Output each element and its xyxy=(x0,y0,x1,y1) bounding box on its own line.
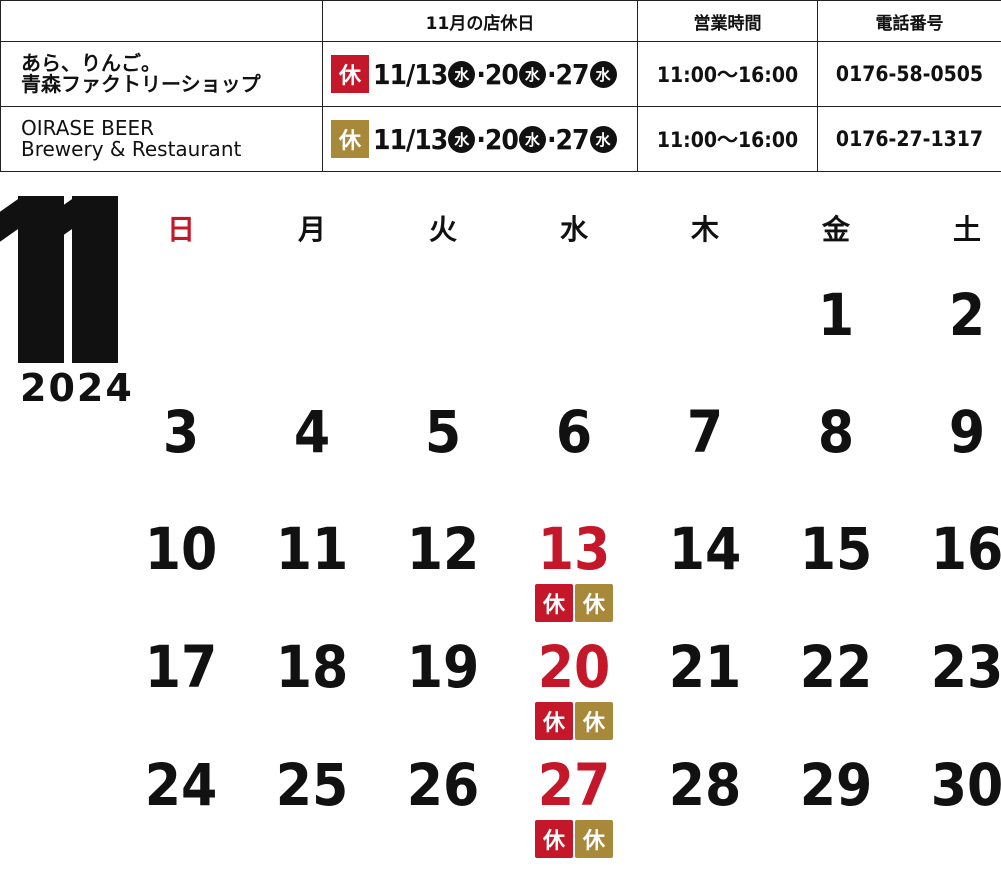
month-number-text: 11 xyxy=(0,392,1,393)
header-holidays: 11月の店休日 xyxy=(322,0,638,42)
weekday-header: 月 xyxy=(297,213,326,246)
shop-name: OIRASE BEER Brewery & Restaurant xyxy=(0,106,323,172)
header-hours: 営業時間 xyxy=(637,0,818,42)
holiday-date: ·27 xyxy=(546,57,590,91)
holiday-badge: 休 xyxy=(331,120,369,158)
calendar-day: 28 xyxy=(668,751,742,819)
shop-name-line1: OIRASE BEER xyxy=(21,116,154,140)
table-row: あら、りんご。 青森ファクトリーショップ 休 11/13 水 ·20 水 ·27… xyxy=(0,41,1001,107)
calendar-day: 15 xyxy=(799,515,873,583)
calendar-day: 18 xyxy=(275,633,349,701)
calendar-day: 7 xyxy=(686,398,724,466)
shop-name: あら、りんご。 青森ファクトリーショップ xyxy=(0,41,323,107)
calendar-day: 30 xyxy=(930,751,1001,819)
weekday-header: 木 xyxy=(690,213,719,246)
calendar-day: 6 xyxy=(555,398,593,466)
calendar-day: 11 xyxy=(275,515,349,583)
shop-name-line1: あら、りんご。 xyxy=(21,51,161,75)
calendar-day: 23 xyxy=(930,633,1001,701)
holiday-tag: 休 xyxy=(535,702,573,740)
holiday-date: 11/13 xyxy=(373,122,448,156)
weekday-circle: 水 xyxy=(448,60,476,88)
holiday-dates: 休 11/13 水 ·20 水 ·27 水 xyxy=(322,106,638,172)
calendar-day: 9 xyxy=(948,398,986,466)
calendar-day: 3 xyxy=(162,398,200,466)
shop-name-line2: Brewery & Restaurant xyxy=(21,137,242,161)
holiday-badge: 休 xyxy=(331,55,369,93)
table-row: OIRASE BEER Brewery & Restaurant 休 11/13… xyxy=(0,106,1001,172)
weekday-circle: 水 xyxy=(589,125,617,153)
month-number: 11 xyxy=(0,196,122,366)
holiday-date: 11/13 xyxy=(373,57,448,91)
calendar-day: 16 xyxy=(930,515,1001,583)
shop-name-line2: 青森ファクトリーショップ xyxy=(21,72,261,96)
header-tel: 電話番号 xyxy=(817,0,1001,42)
weekday-header: 火 xyxy=(428,213,457,246)
weekday-header: 水 xyxy=(559,213,588,246)
weekday-header: 金 xyxy=(821,213,850,246)
table-header-row: 11月の店休日 営業時間 電話番号 xyxy=(0,0,1001,42)
holiday-date: ·27 xyxy=(546,122,590,156)
holiday-tag: 休 xyxy=(575,702,613,740)
calendar-day: 5 xyxy=(424,398,462,466)
holiday-tag: 休 xyxy=(535,584,573,622)
calendar-day: 19 xyxy=(406,633,480,701)
calendar-day: 25 xyxy=(275,751,349,819)
calendar-day: 26 xyxy=(406,751,480,819)
calendar-day: 8 xyxy=(817,398,855,466)
calendar-day: 1 xyxy=(817,281,855,349)
weekday-circle: 水 xyxy=(448,125,476,153)
calendar-day: 12 xyxy=(406,515,480,583)
phone-number: 0176-27-1317 xyxy=(817,106,1001,172)
weekday-circle: 水 xyxy=(589,60,617,88)
weekday-circle: 水 xyxy=(518,60,546,88)
calendar-day: 17 xyxy=(144,633,218,701)
calendar-day: 29 xyxy=(799,751,873,819)
weekday-circle: 水 xyxy=(518,125,546,153)
holiday-tags: 休休 xyxy=(511,820,637,858)
business-hours: 11:00～16:00 xyxy=(637,41,818,107)
year-label: 2024 xyxy=(20,366,134,410)
calendar-day: 10 xyxy=(144,515,218,583)
weekday-header: 土 xyxy=(952,213,981,246)
calendar-day: 22 xyxy=(799,633,873,701)
calendar-day: 24 xyxy=(144,751,218,819)
month-digit-2 xyxy=(72,196,118,363)
phone-number: 0176-58-0505 xyxy=(817,41,1001,107)
calendar-day: 2 xyxy=(948,281,986,349)
weekday-header: 日 xyxy=(166,213,195,246)
holiday-dates: 休 11/13 水 ·20 水 ·27 水 xyxy=(322,41,638,107)
calendar-day: 4 xyxy=(293,398,331,466)
holiday-tags: 休休 xyxy=(511,702,637,740)
holiday-date: ·20 xyxy=(476,57,519,91)
holiday-tag: 休 xyxy=(575,584,613,622)
calendar-day: 14 xyxy=(668,515,742,583)
store-holiday-table: 11月の店休日 営業時間 電話番号 あら、りんご。 青森ファクトリーショップ 休… xyxy=(0,0,1001,172)
calendar-day: 13 xyxy=(537,515,611,583)
calendar-day: 21 xyxy=(668,633,742,701)
holiday-tags: 休休 xyxy=(511,584,637,622)
calendar-day: 27 xyxy=(537,751,611,819)
business-hours: 11:00～16:00 xyxy=(637,106,818,172)
calendar-day: 20 xyxy=(537,633,611,701)
holiday-tag: 休 xyxy=(535,820,573,858)
holiday-tag: 休 xyxy=(575,820,613,858)
header-shop xyxy=(0,0,323,42)
holiday-date: ·20 xyxy=(476,122,519,156)
